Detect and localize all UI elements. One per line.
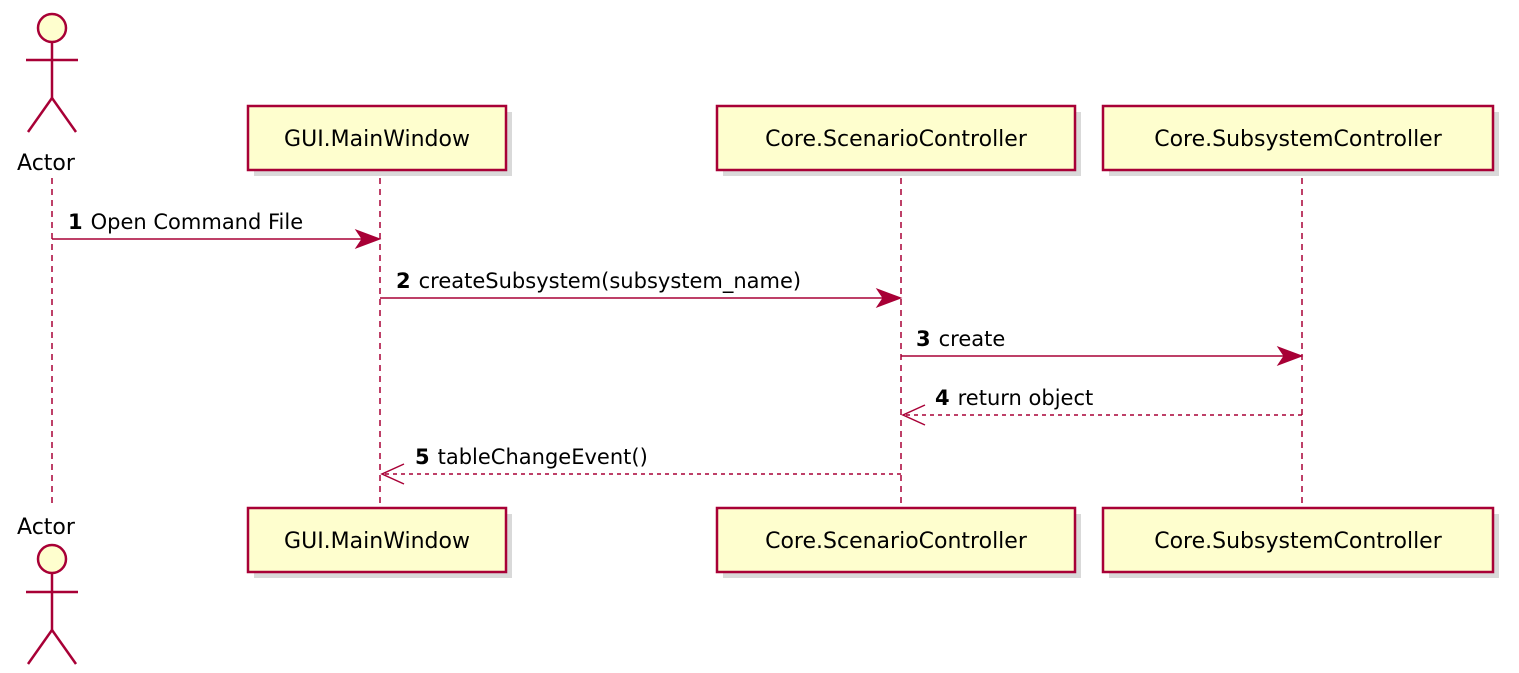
participant-label: GUI.MainWindow (284, 529, 470, 554)
message-number: 3 (916, 327, 931, 351)
message-label: createSubsystem(subsystem_name) (419, 269, 802, 294)
participant-core-scenariocontroller-bottom: Core.ScenarioController (715, 506, 1081, 578)
actor-top-label: Actor (17, 151, 76, 176)
message-label: return object (958, 386, 1094, 410)
participant-label: GUI.MainWindow (284, 127, 470, 152)
participant-label: Core.SubsystemController (1154, 529, 1442, 554)
message-1: 1 Open Command File (52, 210, 382, 250)
message-label: create (939, 327, 1006, 351)
participant-label: Core.SubsystemController (1154, 127, 1442, 152)
participant-core-subsystemcontroller-bottom: Core.SubsystemController (1101, 506, 1499, 578)
actor-bottom-figure (26, 543, 78, 665)
message-number: 4 (935, 386, 950, 410)
participant-core-scenariocontroller-top: Core.ScenarioController (715, 104, 1081, 176)
participant-core-subsystemcontroller-top: Core.SubsystemController (1101, 104, 1499, 176)
participant-label: Core.ScenarioController (765, 529, 1028, 554)
message-number: 2 (396, 269, 411, 293)
participant-gui-mainwindow-top: GUI.MainWindow (246, 104, 512, 176)
message-label: Open Command File (91, 210, 304, 234)
message-label: tableChangeEvent() (438, 445, 648, 469)
actor-bottom-label: Actor (17, 515, 76, 540)
actor-head-icon (36, 12, 68, 44)
open-arrowhead-icon (901, 404, 926, 426)
open-arrowhead-icon (380, 463, 405, 485)
message-3: 3 create (901, 327, 1304, 367)
message-number: 1 (68, 210, 83, 234)
arrowhead-icon (1276, 345, 1304, 367)
participant-label: Core.ScenarioController (765, 127, 1028, 152)
message-4: 4 return object (901, 386, 1302, 426)
message-number: 5 (415, 445, 430, 469)
message-2: 2 createSubsystem(subsystem_name) (380, 269, 903, 309)
actor-head-icon (36, 543, 68, 575)
message-5: 5 tableChangeEvent() (380, 445, 901, 485)
arrowhead-icon (354, 228, 382, 250)
actor-top-figure (26, 12, 78, 133)
arrowhead-icon (875, 287, 903, 309)
participant-gui-mainwindow-bottom: GUI.MainWindow (246, 506, 512, 578)
